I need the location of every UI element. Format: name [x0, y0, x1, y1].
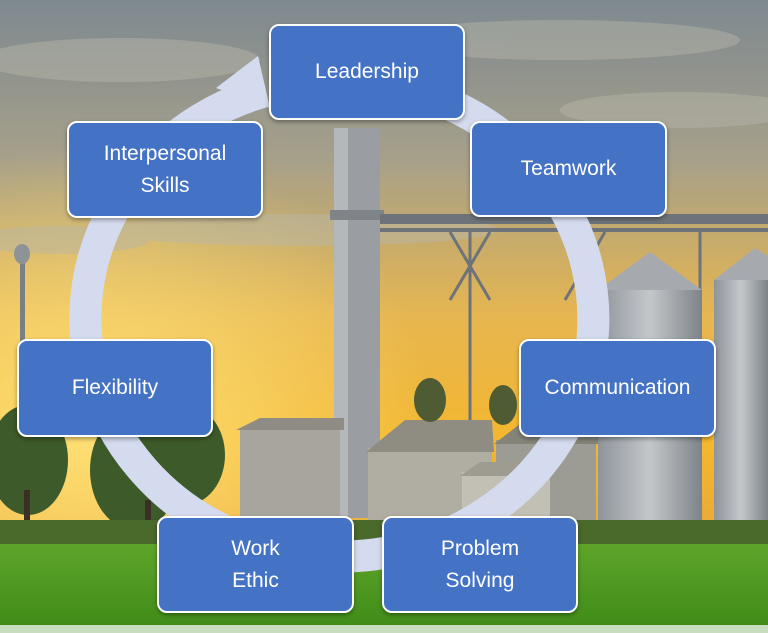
- node-leadership: Leadership: [269, 24, 465, 120]
- node-problem-solving-line1: Problem: [440, 537, 520, 560]
- node-interpersonal-skills-line2: Skills: [140, 173, 190, 197]
- silo: [714, 280, 768, 520]
- node-flexibility-label: Flexibility: [71, 376, 159, 400]
- industrial-plant: [14, 128, 768, 520]
- node-interpersonal-skills-line1: Interpersonal: [103, 142, 227, 165]
- node-flexibility: Flexibility: [17, 339, 213, 437]
- node-problem-solving: Problem Solving: [382, 516, 578, 613]
- node-teamwork-label: Teamwork: [520, 157, 617, 181]
- node-leadership-label: Leadership: [315, 60, 419, 84]
- node-problem-solving-line2: Solving: [445, 568, 515, 592]
- node-work-ethic-line1: Work: [231, 537, 280, 560]
- node-interpersonal-skills: Interpersonal Skills: [67, 121, 263, 218]
- warehouse: [240, 428, 340, 520]
- node-work-ethic: Work Ethic: [157, 516, 354, 613]
- node-communication: Communication: [519, 339, 716, 437]
- node-communication-label: Communication: [544, 376, 691, 400]
- node-teamwork: Teamwork: [470, 121, 667, 217]
- ring-arrowhead: [216, 56, 270, 108]
- node-work-ethic-line2: Ethic: [232, 568, 279, 592]
